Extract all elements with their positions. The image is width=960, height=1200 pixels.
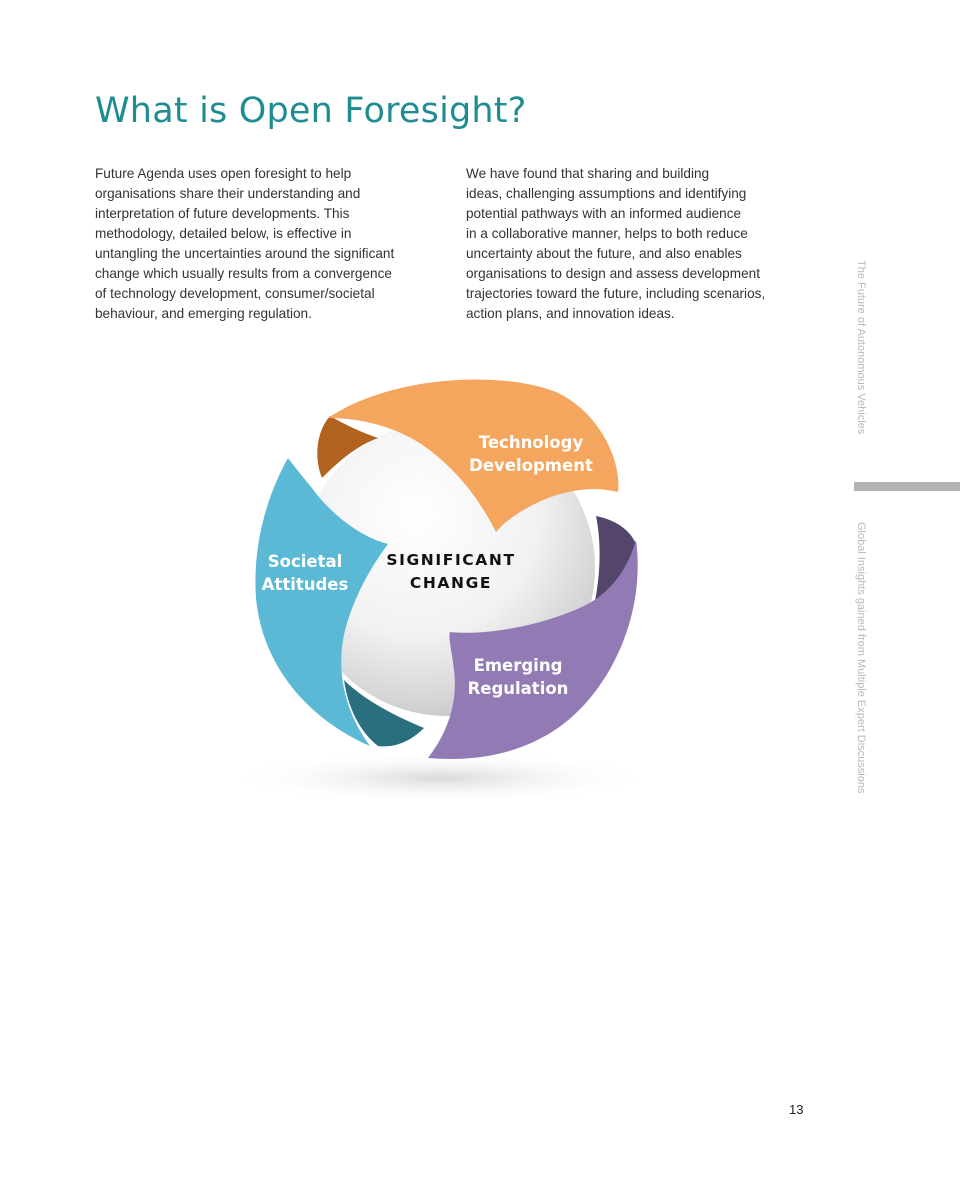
- technology-petal-fold: [317, 416, 378, 478]
- intro-line: potential pathways with an informed audi…: [466, 206, 742, 221]
- societal-petal: [255, 458, 388, 746]
- technology-label-line2: Development: [469, 456, 593, 475]
- intro-line: behaviour, and emerging regulation.: [95, 306, 312, 321]
- societal-label-line1: Societal: [268, 552, 343, 571]
- regulation-label-line1: Emerging: [474, 656, 563, 675]
- center-label-line1: SIGNIFICANT: [386, 551, 515, 569]
- intro-line: organisations to design and assess devel…: [466, 266, 760, 281]
- sidebar-publication-title: The Future of Autonomous Vehicles: [855, 260, 867, 435]
- regulation-petal-fold: [594, 516, 636, 606]
- intro-line: methodology, detailed below, is effectiv…: [95, 226, 352, 241]
- ground-shadow: [225, 752, 655, 804]
- intro-line: interpretation of future developments. T…: [95, 206, 350, 221]
- page-number: 13: [789, 1102, 804, 1117]
- intro-line: change which usually results from a conv…: [95, 266, 392, 281]
- regulation-petal: [428, 540, 638, 759]
- intro-line: Future Agenda uses open foresight to hel…: [95, 166, 352, 181]
- page-title: What is Open Foresight?: [95, 91, 527, 131]
- intro-line: trajectories toward the future, includin…: [466, 286, 766, 301]
- intro-line: organisations share their understanding …: [95, 186, 361, 201]
- intro-column-left: Future Agenda uses open foresight to hel…: [95, 164, 435, 324]
- center-label-line2: CHANGE: [410, 574, 492, 592]
- sidebar-section-title: Global Insights gained from Multiple Exp…: [855, 522, 867, 794]
- intro-column-right: We have found that sharing and building …: [466, 164, 806, 324]
- intro-line: uncertainty about the future, and also e…: [466, 246, 742, 261]
- societal-label-line2: Attitudes: [262, 575, 349, 594]
- intro-line: We have found that sharing and building: [466, 166, 710, 181]
- technology-label-line1: Technology: [479, 433, 584, 452]
- intro-line: ideas, challenging assumptions and ident…: [466, 186, 747, 201]
- intro-line: untangling the uncertainties around the …: [95, 246, 395, 261]
- intro-line: of technology development, consumer/soci…: [95, 286, 375, 301]
- regulation-label-line2: Regulation: [468, 679, 569, 698]
- intro-line: action plans, and innovation ideas.: [466, 306, 675, 321]
- technology-petal: [328, 379, 619, 532]
- center-sphere: [299, 420, 595, 716]
- sidebar-divider-bar: [854, 482, 960, 491]
- intro-line: in a collaborative manner, helps to both…: [466, 226, 748, 241]
- societal-petal-fold: [344, 680, 424, 747]
